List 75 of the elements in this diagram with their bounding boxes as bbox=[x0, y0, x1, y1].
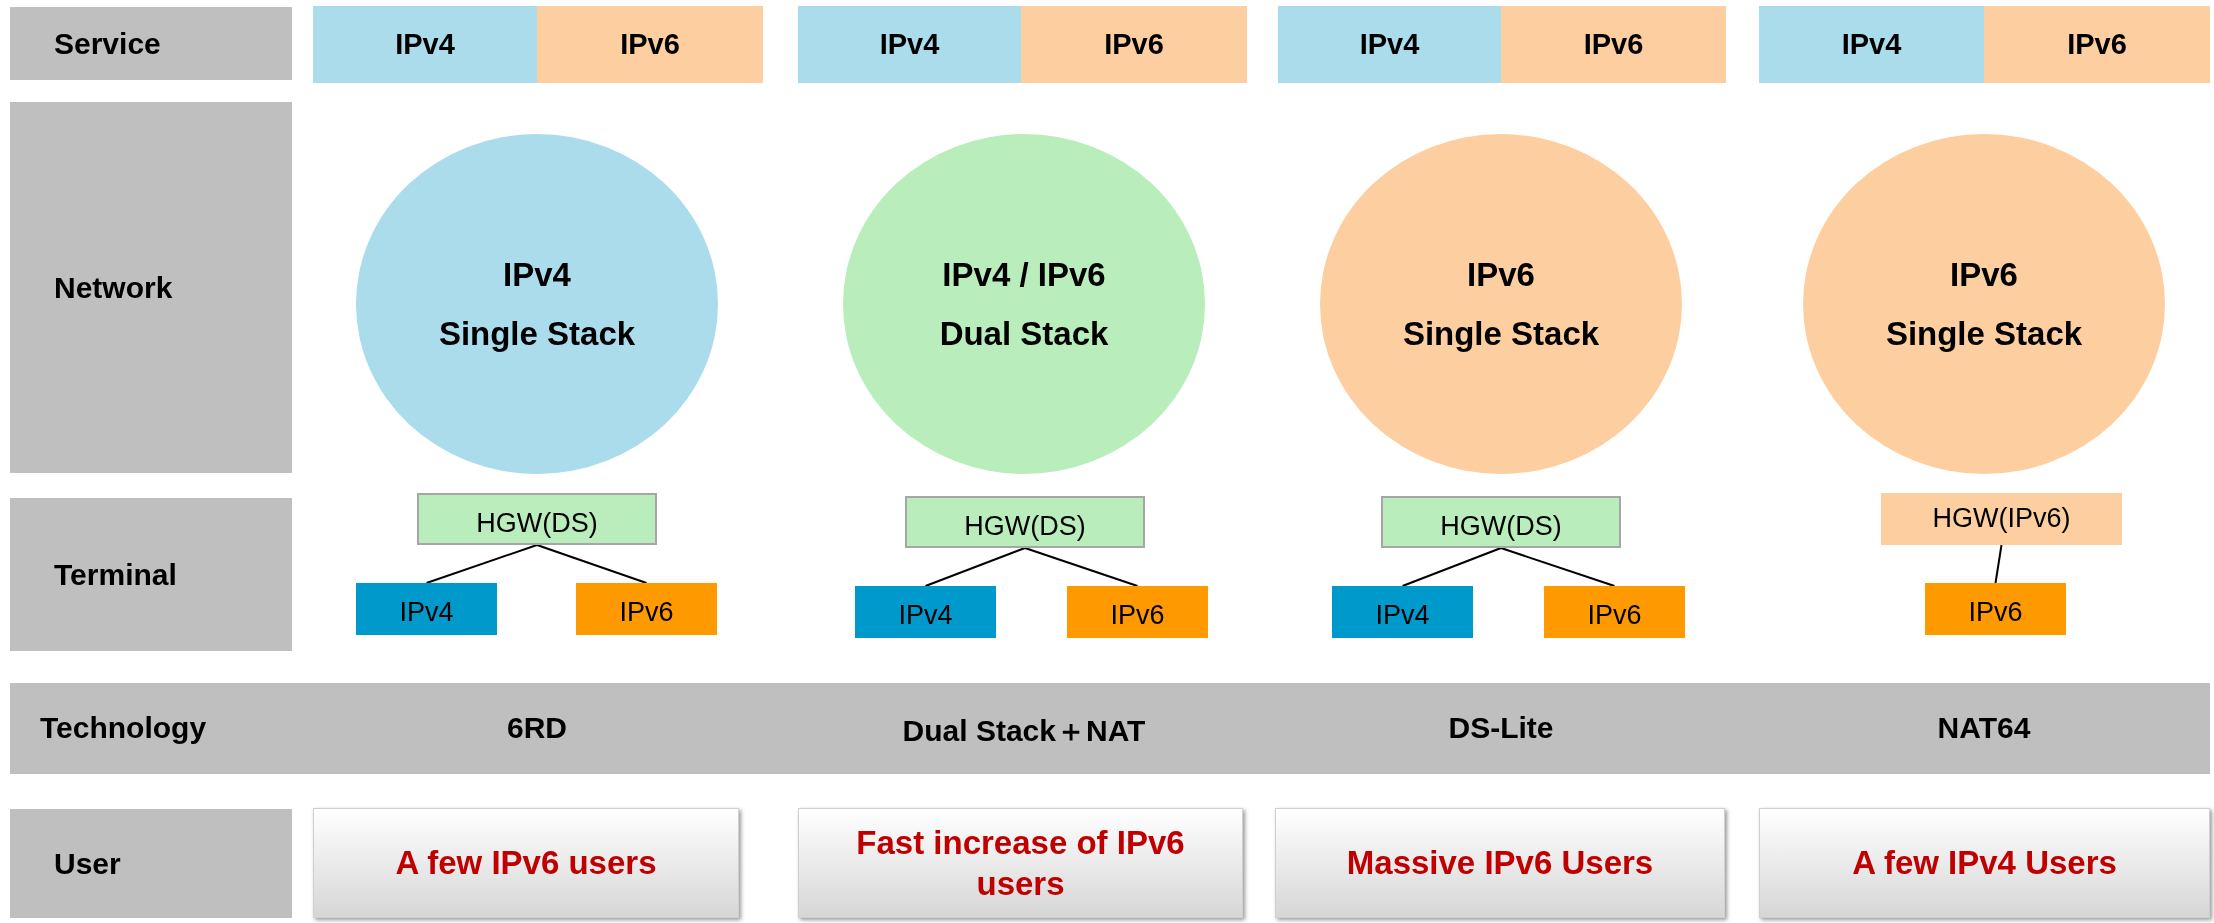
box-label: User bbox=[54, 845, 121, 882]
box-label: IPv6 bbox=[1587, 599, 1642, 633]
connector-line bbox=[425, 544, 538, 584]
terminal-box bbox=[1067, 586, 1208, 638]
stack-label: Dual Stack bbox=[939, 314, 1109, 354]
terminal-box bbox=[1332, 586, 1473, 638]
box-label: Network bbox=[54, 269, 173, 306]
connector-line bbox=[1024, 547, 1139, 587]
service-cell bbox=[537, 6, 763, 83]
box-label: HGW(DS) bbox=[476, 507, 598, 541]
terminal-box bbox=[855, 586, 996, 638]
box-label: A few IPv4 Users bbox=[1852, 843, 2117, 884]
terminal-box bbox=[1544, 586, 1685, 638]
box-label: IPv6 bbox=[620, 27, 680, 63]
protocol-label: IPv4 bbox=[503, 254, 571, 295]
service-cell bbox=[1759, 6, 1984, 83]
technology-label: Technology bbox=[40, 711, 207, 745]
technology-label: DS-Lite bbox=[1448, 711, 1554, 745]
terminal-box bbox=[576, 583, 717, 635]
box-label: HGW(DS) bbox=[1440, 510, 1562, 544]
gateway-box bbox=[1381, 496, 1621, 548]
terminal-box bbox=[356, 583, 497, 635]
row-header bbox=[10, 102, 292, 473]
user-box bbox=[313, 808, 739, 918]
gateway-box bbox=[1881, 493, 2122, 545]
service-cell bbox=[798, 6, 1021, 83]
box-label: IPv4 bbox=[395, 27, 455, 63]
box-label: Terminal bbox=[54, 556, 177, 593]
box-label: Massive IPv6 Users bbox=[1346, 843, 1654, 884]
service-cell bbox=[1021, 6, 1247, 83]
technology-label: NAT64 bbox=[1937, 711, 2031, 745]
box-label: IPv4 bbox=[1359, 27, 1420, 63]
box-label: Fast increase of IPv6 users bbox=[855, 822, 1186, 904]
terminal-box bbox=[1925, 583, 2066, 635]
box-label: IPv6 bbox=[1104, 27, 1164, 63]
service-cell bbox=[1278, 6, 1501, 83]
box-label: HGW(DS) bbox=[964, 510, 1086, 544]
box-label: IPv4 bbox=[399, 596, 454, 630]
box-label: IPv6 bbox=[1968, 596, 2023, 630]
user-box bbox=[798, 808, 1243, 918]
protocol-label: IPv4 / IPv6 bbox=[942, 254, 1106, 295]
box-label: IPv4 bbox=[898, 599, 953, 633]
stack-label: Single Stack bbox=[1885, 314, 2083, 354]
box-label: IPv6 bbox=[2067, 27, 2127, 63]
box-label: IPv6 bbox=[1110, 599, 1165, 633]
box-label: IPv6 bbox=[1583, 27, 1644, 63]
box-label: IPv4 bbox=[1841, 27, 1902, 63]
gateway-box bbox=[417, 493, 657, 545]
gateway-box bbox=[905, 496, 1145, 548]
box-label: HGW(IPv6) bbox=[1932, 502, 2071, 536]
protocol-label: IPv6 bbox=[1950, 254, 2018, 295]
connector-line bbox=[924, 547, 1026, 587]
connector-line bbox=[536, 544, 648, 584]
protocol-label: IPv6 bbox=[1467, 254, 1535, 295]
row-header bbox=[10, 7, 292, 80]
connector-line bbox=[1994, 544, 2003, 584]
user-box bbox=[1275, 808, 1725, 918]
technology-label: 6RD bbox=[507, 711, 567, 745]
stack-label: Single Stack bbox=[438, 314, 636, 354]
connector-line bbox=[1401, 547, 1502, 587]
service-cell bbox=[1984, 6, 2210, 83]
stack-label: Single Stack bbox=[1402, 314, 1600, 354]
box-label: Service bbox=[54, 25, 161, 62]
service-cell bbox=[1501, 6, 1726, 83]
box-label: IPv4 bbox=[879, 27, 940, 63]
row-header bbox=[10, 498, 292, 651]
box-label: IPv4 bbox=[1375, 599, 1430, 633]
technology-label: Dual Stack＋NAT bbox=[902, 713, 1146, 749]
service-cell bbox=[313, 6, 537, 83]
technology-band bbox=[10, 683, 2210, 774]
box-label: IPv6 bbox=[619, 596, 674, 630]
connector-line bbox=[1500, 547, 1616, 587]
row-header bbox=[10, 809, 292, 918]
box-label: A few IPv6 users bbox=[395, 843, 657, 884]
user-box bbox=[1759, 808, 2210, 918]
